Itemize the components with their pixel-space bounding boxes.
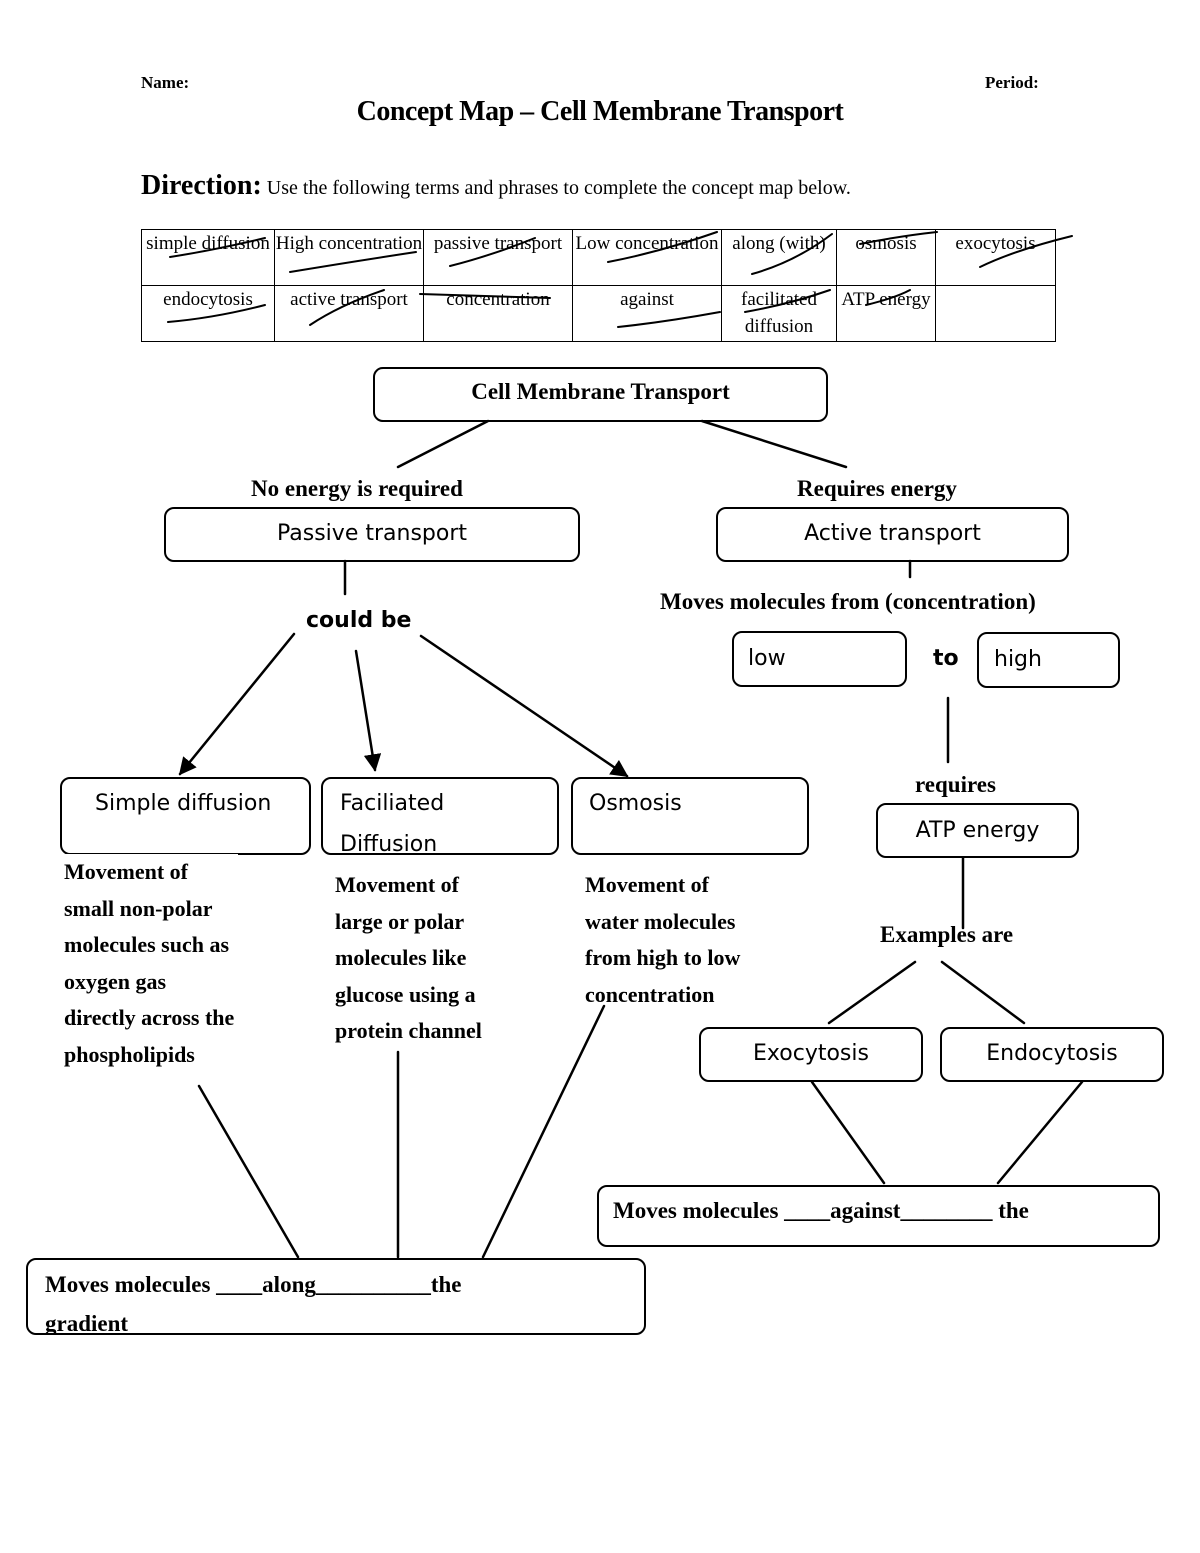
along-gradient-label: Moves molecules ____along__________the [45, 1272, 462, 1297]
word-bank-cell: endocytosis [141, 285, 275, 342]
word-bank-cell: along (with) [721, 229, 837, 286]
description-line: Movement of [335, 872, 460, 897]
osmosis-node [571, 777, 809, 855]
line-endo-down [996, 1080, 1084, 1185]
word-bank-cell [935, 285, 1056, 342]
low-label: low [748, 646, 786, 671]
to-label: to [933, 646, 959, 671]
description-line: large or polar [335, 908, 465, 934]
atp-energy-node [876, 803, 1079, 858]
examples-label: Examples are [880, 922, 1014, 947]
description-line: Movement of [64, 859, 189, 884]
word-bank-table: simple diffusion High concentration pass… [141, 229, 1056, 342]
word-bank-cell: osmosis [836, 229, 936, 286]
crossout-stroke [169, 237, 266, 258]
description-line: water molecules [585, 908, 736, 934]
description-line: small non-polar [64, 895, 213, 921]
crossout-stroke [309, 289, 385, 326]
atp-energy-label: ATP energy [915, 818, 1040, 843]
word-bank-cell: passive transport [423, 229, 573, 286]
line-examples-right [940, 960, 1026, 1025]
along-gradient-node: Moves molecules ____along__________the g… [26, 1258, 646, 1335]
crossout-stroke [751, 233, 833, 275]
crossout-stroke [979, 235, 1073, 268]
description-line: from high to low [585, 945, 741, 970]
osmosis-label: Osmosis [589, 791, 682, 816]
crossout-stroke [419, 293, 551, 299]
description-line: Movement of [585, 872, 710, 897]
name-label: Name: [141, 73, 190, 92]
word-bank-cell: High concentration [274, 229, 424, 286]
word-bank-row: simple diffusion High concentration pass… [141, 229, 1056, 286]
requires-energy-label: Requires energy [797, 476, 957, 501]
direction-text: Use the following terms and phrases to c… [261, 177, 851, 199]
along-gradient-cut-label: gradient [45, 1311, 129, 1335]
high-label: high [994, 647, 1042, 672]
passive-transport-node [164, 507, 580, 562]
line-simple-down [197, 1084, 300, 1259]
active-transport-label: Active transport [804, 521, 981, 546]
word-bank-cell: simple diffusion [141, 229, 275, 286]
high-node [977, 632, 1120, 688]
direction-line: Direction: Use the following terms and p… [141, 170, 851, 202]
crossout-stroke [617, 311, 721, 328]
line-examples-left [827, 960, 917, 1025]
line-osmosis-down [481, 1004, 606, 1259]
active-transport-node [716, 507, 1069, 562]
crossout-stroke [449, 237, 536, 267]
facilitated-diffusion-cut-label: Diffusion [340, 832, 438, 855]
exocytosis-node [699, 1027, 923, 1082]
could-be-label: could be [306, 608, 412, 633]
word-bank-cell: active transport [274, 285, 424, 342]
requires-label: requires [904, 772, 1007, 798]
line-exo-down [810, 1080, 886, 1185]
word-bank-cell: exocytosis [935, 229, 1056, 286]
simple-diffusion-node [60, 777, 311, 855]
description-line: protein channel [335, 1018, 482, 1043]
passive-transport-label: Passive transport [277, 521, 467, 546]
osmosis-description: Movement of water molecules from high to… [585, 867, 740, 1013]
crossout-stroke [289, 251, 417, 273]
endocytosis-node [940, 1027, 1164, 1082]
simple-diffusion-label: Simple diffusion [95, 791, 272, 816]
description-line: molecules such as [64, 932, 229, 957]
word-bank-cell: ATP energy [836, 285, 936, 342]
arrow-to-facilitated [354, 649, 382, 772]
description-line: phospholipids [64, 1041, 195, 1067]
arrow-to-osmosis [419, 634, 629, 778]
description-line: glucose using a [335, 981, 476, 1007]
description-line: concentration [585, 981, 715, 1007]
direction-label: Direction [141, 170, 253, 201]
description-line: oxygen gas [64, 968, 167, 994]
facilitated-diffusion-label: Faciliated [340, 791, 445, 816]
low-node [732, 631, 907, 687]
line-root-left [396, 419, 490, 469]
period-label: Period: [985, 73, 1039, 92]
facilitated-diffusion-node: Faciliated Diffusion [321, 777, 559, 855]
against-gradient-label: Moves molecules ____against________ the [613, 1198, 1029, 1223]
against-gradient-node [597, 1185, 1160, 1247]
root-node-label: Cell Membrane Transport [471, 379, 730, 404]
arrow-to-simple [178, 632, 296, 776]
direction-colon: : [252, 170, 262, 201]
description-line: molecules like [335, 945, 467, 970]
exocytosis-label: Exocytosis [753, 1041, 869, 1066]
crossout-stroke [865, 289, 911, 306]
crossout-stroke [744, 289, 831, 313]
simple-diffusion-description: Movement of small non-polar molecules su… [64, 854, 239, 1073]
crossout-stroke [167, 304, 266, 323]
line-root-right [700, 419, 848, 469]
no-energy-label: No energy is required [251, 476, 463, 501]
endocytosis-label: Endocytosis [986, 1041, 1118, 1066]
word-bank-row: endocytosis active transport concentrati… [141, 285, 1056, 342]
page-title: Concept Map – Cell Membrane Transport [356, 96, 844, 127]
word-bank-cell: against [572, 285, 722, 342]
crossout-stroke [859, 231, 938, 245]
description-line: directly across the [64, 1005, 235, 1030]
moves-from-label: Moves molecules from (concentration) [660, 589, 1036, 614]
crossout-stroke [607, 231, 718, 263]
facilitated-diffusion-description: Movement of large or polar molecules lik… [335, 867, 482, 1050]
root-node [373, 367, 828, 422]
